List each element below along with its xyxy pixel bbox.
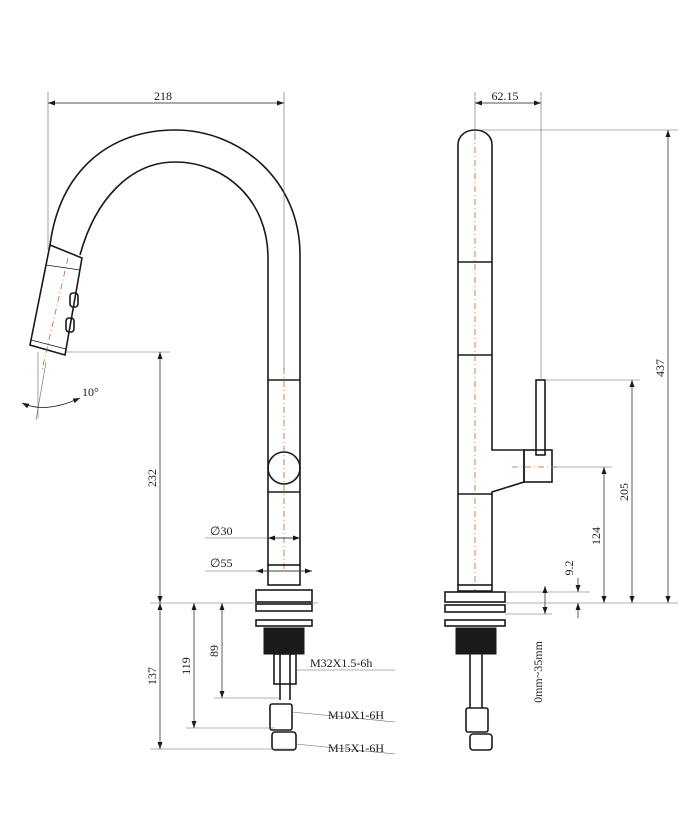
dim-deck-range-label: 0mm~35mm xyxy=(531,640,545,702)
lever-handle xyxy=(535,379,546,456)
thread-m15-label: M15X1-6H xyxy=(328,741,384,755)
side-deck-plate xyxy=(444,604,506,613)
spray-head-centerline xyxy=(41,257,69,371)
hose-fitting-m10 xyxy=(269,703,293,731)
dim-137-label: 137 xyxy=(145,667,159,685)
side-base-flange xyxy=(444,591,506,603)
dim-124-label: 124 xyxy=(589,527,603,545)
spout-outer-outline xyxy=(49,129,301,565)
spray-button-upper xyxy=(69,292,79,308)
dim-232-label: 232 xyxy=(145,469,159,487)
dim-92-label: 9.2 xyxy=(562,561,576,576)
dim-218-label: 218 xyxy=(154,89,172,103)
side-base-ring xyxy=(457,584,493,592)
dim-205-label: 205 xyxy=(617,483,631,501)
lever-hub xyxy=(523,449,553,483)
thread-m10-label: M10X1-6H xyxy=(328,708,384,722)
thread-m32-label: M32X1.5-6h xyxy=(310,656,372,670)
dim-d30-label: ∅30 xyxy=(210,524,232,538)
leader-m10 xyxy=(291,711,396,723)
side-nut xyxy=(455,627,497,655)
spout-inner-outline xyxy=(79,161,269,565)
spray-button-lower xyxy=(65,317,75,333)
front-view: 218 10° 232 ∅30 ∅55 137 119 89 M32X1.5-6… xyxy=(21,89,396,755)
dim-89-label: 89 xyxy=(207,645,221,657)
dim-6215-label: 62.15 xyxy=(492,89,519,103)
washer xyxy=(255,619,313,627)
spray-head-face xyxy=(30,339,67,350)
side-view: 62.15 437 205 124 9.2 0mm~35mm xyxy=(444,89,678,751)
dim-119-label: 119 xyxy=(179,657,193,675)
side-washer xyxy=(444,619,506,627)
deck-plate xyxy=(255,603,313,612)
angle-10-label: 10° xyxy=(82,385,99,399)
mount-shank xyxy=(273,653,297,685)
dim-d55-label: ∅55 xyxy=(210,556,232,570)
side-hose-fitting-1 xyxy=(465,707,489,733)
base-ring xyxy=(267,564,301,586)
angle-arc xyxy=(21,397,81,409)
dim-437-label: 437 xyxy=(653,359,667,377)
mounting-nut xyxy=(263,627,305,655)
spray-head-seam xyxy=(45,264,81,271)
side-hose-fitting-2 xyxy=(469,733,493,751)
spray-head xyxy=(29,243,83,357)
leader-m15 xyxy=(295,743,396,755)
base-flange xyxy=(255,589,313,603)
hose-fitting-m15 xyxy=(271,731,297,751)
side-body-outline xyxy=(457,129,525,585)
angle-tilt-ref xyxy=(35,361,47,421)
